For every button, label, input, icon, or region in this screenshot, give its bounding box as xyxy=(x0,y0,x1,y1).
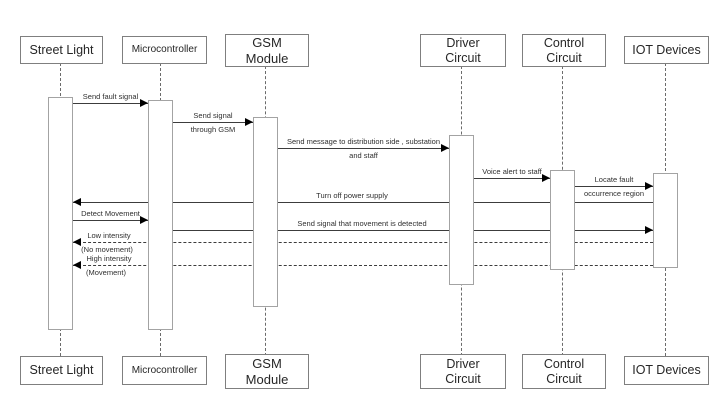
activation-bar-microcontroller xyxy=(148,100,173,330)
message-line xyxy=(278,148,449,149)
message-line xyxy=(73,220,148,221)
participant-label-line1: GSM xyxy=(252,356,282,372)
activation-bar-street-light xyxy=(48,97,73,330)
message-line xyxy=(474,178,550,179)
message-label-line2: and staff xyxy=(349,151,378,160)
participant-label: Street Light xyxy=(29,363,94,378)
participant-box-driver-circuit-bottom: Driver Circuit xyxy=(420,354,506,389)
participant-box-iot-devices-bottom: IOT Devices xyxy=(624,356,709,385)
message-line xyxy=(73,103,148,104)
activation-bar-driver-circuit xyxy=(449,135,474,285)
participant-label-line2: Module xyxy=(245,50,289,66)
participant-label-line1: Control xyxy=(543,357,585,371)
participant-label: Microcontroller xyxy=(131,44,198,56)
participant-box-iot-devices-top: IOT Devices xyxy=(624,36,709,64)
arrowhead-left-icon xyxy=(73,238,81,246)
participant-label-line2: Circuit xyxy=(546,371,582,386)
message-label-line2: through GSM xyxy=(190,125,236,134)
message-line xyxy=(575,186,653,187)
participant-box-gsm-module-bottom: GSM Module xyxy=(225,354,309,389)
arrowhead-right-icon xyxy=(645,226,653,234)
message-label-line2: occurrence region xyxy=(583,189,645,198)
arrowhead-right-icon xyxy=(140,216,148,224)
message-label: Send signal that movement is detected xyxy=(297,219,427,228)
participant-label-line1: Control xyxy=(543,36,585,50)
activation-bar-control-circuit xyxy=(550,170,575,270)
participant-label-line1: Driver xyxy=(446,357,480,371)
participant-box-control-circuit-top: Control Circuit xyxy=(522,34,606,67)
participant-label-line2: Circuit xyxy=(546,50,582,65)
participant-box-microcontroller-bottom: Microcontroller xyxy=(122,356,207,385)
participant-label-line1: GSM xyxy=(252,35,282,51)
message-label-line2: (Movement) xyxy=(85,268,127,277)
arrowhead-right-icon xyxy=(441,144,449,152)
arrowhead-right-icon xyxy=(140,99,148,107)
participant-label-line2: Circuit xyxy=(445,371,481,386)
message-line xyxy=(73,242,653,243)
message-line xyxy=(173,230,653,231)
arrowhead-right-icon xyxy=(245,118,253,126)
message-label-line1: Low intensity xyxy=(87,231,131,240)
participant-box-control-circuit-bottom: Control Circuit xyxy=(522,354,606,389)
participant-label: Microcontroller xyxy=(131,364,198,376)
message-label: Send fault signal xyxy=(82,92,139,101)
arrowhead-right-icon xyxy=(542,174,550,182)
message-label-line1: Send signal xyxy=(193,111,233,120)
participant-label-line1: Driver xyxy=(446,36,480,50)
message-line xyxy=(73,202,653,203)
message-label: Detect Movement xyxy=(81,209,140,218)
participant-label: IOT Devices xyxy=(632,42,701,57)
message-label-line1: Send message to distribution side , subs… xyxy=(286,137,441,146)
participant-box-street-light-bottom: Street Light xyxy=(20,356,103,385)
participant-box-microcontroller-top: Microcontroller xyxy=(122,36,207,64)
message-label-line1: High intensity xyxy=(86,254,132,263)
message-line xyxy=(73,265,653,266)
participant-label-line2: Circuit xyxy=(445,50,481,65)
participant-label-line2: Module xyxy=(245,371,289,387)
arrowhead-right-icon xyxy=(645,182,653,190)
arrowhead-left-icon xyxy=(73,261,81,269)
participant-box-gsm-module-top: GSM Module xyxy=(225,34,309,67)
activation-bar-iot-devices xyxy=(653,173,678,268)
message-label: Voice alert to staff xyxy=(482,167,542,176)
message-label-line1: Locate fault xyxy=(594,175,634,184)
participant-box-driver-circuit-top: Driver Circuit xyxy=(420,34,506,67)
arrowhead-left-icon xyxy=(73,198,81,206)
message-line xyxy=(173,122,253,123)
message-label: Turn off power supply xyxy=(316,191,388,200)
participant-label: IOT Devices xyxy=(632,363,701,378)
activation-bar-gsm-module xyxy=(253,117,278,307)
participant-label: Street Light xyxy=(29,42,94,57)
participant-box-street-light-top: Street Light xyxy=(20,36,103,64)
message-label-line2: (No movement) xyxy=(81,245,133,254)
